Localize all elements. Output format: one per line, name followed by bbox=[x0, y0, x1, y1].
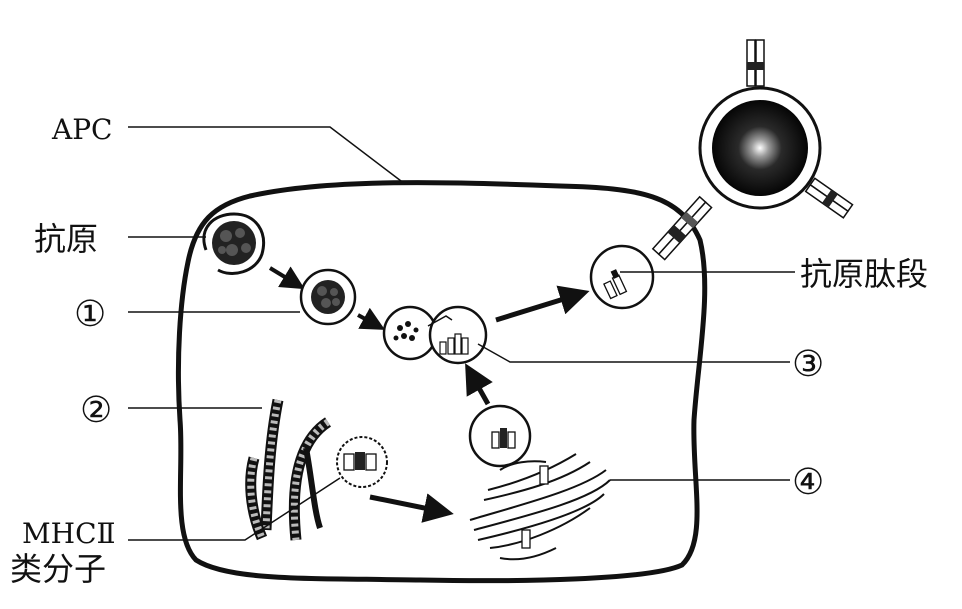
t-cell bbox=[651, 39, 854, 261]
label-antigen-peptide: 抗原肽段 bbox=[800, 255, 928, 293]
leader-lines bbox=[128, 126, 795, 541]
label-2: ② bbox=[80, 390, 112, 431]
label-apc: APC bbox=[51, 113, 112, 146]
antigen-endocytosis bbox=[202, 212, 265, 275]
fusion-vesicle bbox=[382, 305, 488, 365]
arrow-to-fusion bbox=[357, 307, 386, 330]
endoplasmic-reticulum bbox=[245, 398, 332, 541]
arrow-to-golgi bbox=[369, 493, 454, 523]
arrow-up-to-fusion bbox=[465, 363, 493, 406]
golgi-vesicle bbox=[468, 404, 532, 468]
arrow-to-vesicle bbox=[268, 266, 305, 290]
label-1: ① bbox=[74, 294, 106, 335]
apc-cell-membrane bbox=[175, 180, 708, 584]
label-antigen: 抗原 bbox=[34, 220, 98, 258]
label-mhc-line1: MHCⅡ bbox=[22, 517, 116, 550]
golgi-apparatus bbox=[469, 453, 611, 561]
label-3: ③ bbox=[792, 344, 824, 385]
label-mhc-line2: 类分子 bbox=[10, 550, 106, 588]
endosome-vesicle bbox=[299, 268, 357, 326]
arrow-to-peptide-vesicle bbox=[495, 285, 590, 323]
mhc-magnified bbox=[336, 436, 388, 488]
peptide-vesicle bbox=[589, 244, 655, 310]
label-4: ④ bbox=[792, 462, 824, 503]
